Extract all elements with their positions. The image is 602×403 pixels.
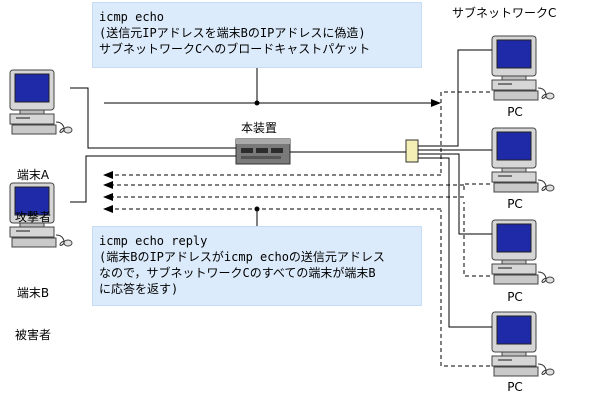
pc-label-4: PC bbox=[507, 380, 523, 394]
pc-label-2: PC bbox=[507, 197, 523, 211]
terminal-a-role: 攻撃者 bbox=[14, 210, 51, 224]
terminal-a-name: 端末A bbox=[16, 168, 50, 182]
reply-note-line-2: (端末BのIPアドレスがicmp echoの送信元アドレス bbox=[99, 250, 385, 264]
pc-icon-1 bbox=[491, 35, 555, 101]
pc-label-3: PC bbox=[507, 290, 523, 304]
pc-icon-2 bbox=[491, 127, 555, 193]
pc-icon-4 bbox=[491, 311, 555, 377]
reply-note-line-3: なので，サブネットワークCのすべての端末が端末B bbox=[99, 266, 376, 280]
reply-note: icmp echo reply (端末BのIPアドレスがicmp echoの送信元… bbox=[92, 226, 422, 306]
attack-note-line-3: サブネットワークCへのブロードキャストパケット bbox=[99, 42, 371, 56]
hub-icon bbox=[405, 139, 419, 163]
terminal-a-icon bbox=[9, 69, 73, 135]
terminal-b-role: 被害者 bbox=[14, 328, 51, 342]
attack-note: icmp echo (送信元IPアドレスを端末BのIPアドレスに偽造) サブネットワ… bbox=[92, 2, 422, 68]
terminal-b-name: 端末B bbox=[16, 286, 50, 300]
pc-icon-3 bbox=[491, 219, 555, 285]
reply-note-line-4: に応答を返す) bbox=[99, 282, 179, 296]
subnet-label: サブネットワークC bbox=[452, 6, 557, 20]
terminal-a-label: 端末A 攻撃者 bbox=[12, 140, 54, 238]
reply-note-line-1: icmp echo reply bbox=[99, 234, 208, 248]
attack-note-line-2: (送信元IPアドレスを端末BのIPアドレスに偽造) bbox=[99, 26, 366, 40]
device-label: 本装置 bbox=[241, 121, 278, 135]
device-icon bbox=[235, 138, 291, 165]
pc-label-1: PC bbox=[507, 105, 523, 119]
attack-note-line-1: icmp echo bbox=[99, 10, 165, 24]
terminal-b-label: 端末B 被害者 bbox=[12, 258, 54, 356]
